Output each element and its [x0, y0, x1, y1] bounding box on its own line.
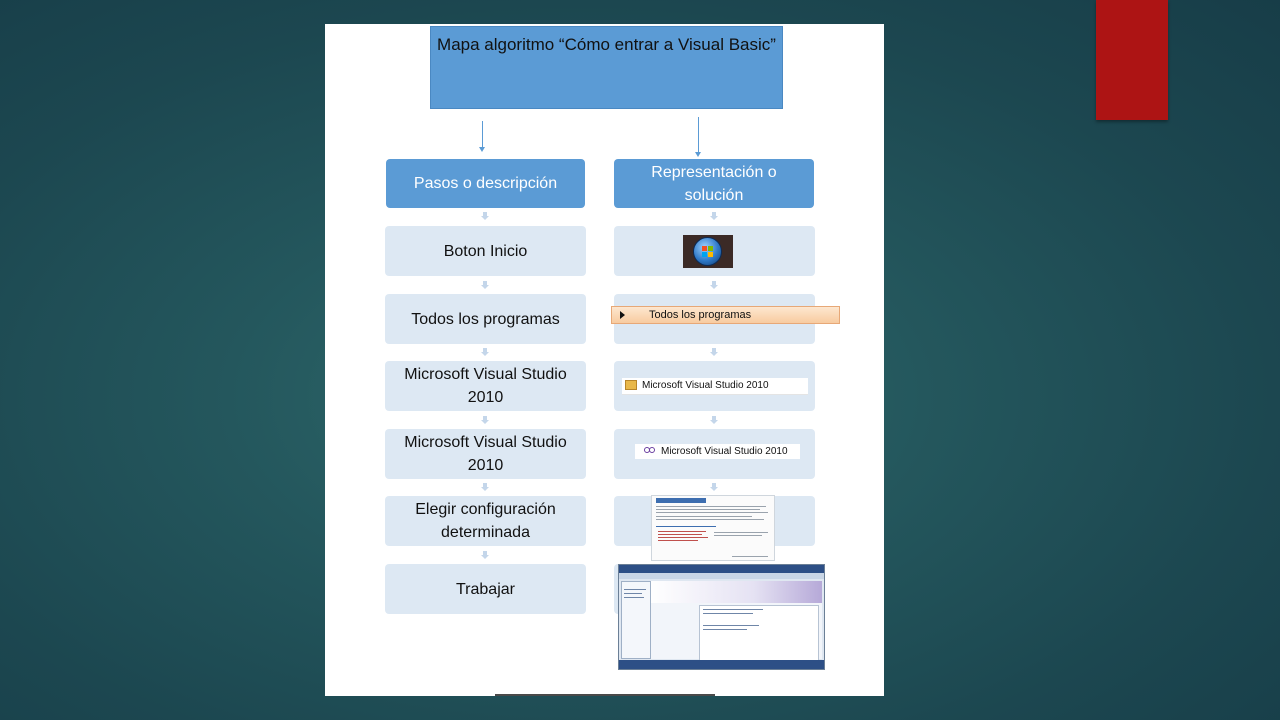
step-todos-los-programas: Todos los programas: [385, 294, 586, 344]
chevron-down-icon: [481, 348, 489, 356]
left-column-header: Pasos o descripción: [386, 159, 585, 208]
red-corner-tab: [1096, 0, 1168, 120]
chevron-down-icon: [481, 416, 489, 424]
diagram-title: Mapa algoritmo “Cómo entrar a Visual Bas…: [430, 26, 783, 109]
visual-studio-app-image: Microsoft Visual Studio 2010: [635, 444, 800, 459]
submenu-arrow-icon: [620, 311, 625, 319]
right-column-header: Representación o solución: [614, 159, 814, 208]
title-connector-left-arrowhead: [479, 147, 485, 152]
menu-item-label: Microsoft Visual Studio 2010: [642, 380, 769, 391]
folder-icon: [625, 380, 637, 390]
windows-start-orb-icon: [693, 237, 722, 266]
chevron-down-icon: [481, 551, 489, 559]
visual-studio-icon: [644, 447, 658, 454]
menu-item-label: Microsoft Visual Studio 2010: [661, 446, 788, 457]
page-bottom-divider: [495, 694, 715, 696]
chevron-down-icon: [481, 281, 489, 289]
step-visual-studio-folder: Microsoft Visual Studio 2010: [385, 361, 586, 411]
chevron-down-icon: [710, 212, 718, 220]
settings-dialog-screenshot: [651, 495, 775, 561]
title-connector-left: [482, 121, 483, 147]
step-elegir-configuracion: Elegir configuración determinada: [385, 496, 586, 546]
title-connector-right: [698, 117, 699, 153]
title-connector-right-arrowhead: [695, 152, 701, 157]
chevron-down-icon: [481, 483, 489, 491]
step-trabajar: Trabajar: [385, 564, 586, 614]
chevron-down-icon: [710, 281, 718, 289]
chevron-down-icon: [710, 416, 718, 424]
step-visual-studio-app: Microsoft Visual Studio 2010: [385, 429, 586, 479]
menu-item-label: Todos los programas: [649, 309, 752, 321]
chevron-down-icon: [710, 348, 718, 356]
visual-studio-folder-image: Microsoft Visual Studio 2010: [622, 378, 808, 395]
chevron-down-icon: [710, 483, 718, 491]
visual-studio-ide-screenshot: [618, 564, 825, 670]
todos-los-programas-menu-image: Todos los programas: [611, 306, 840, 324]
step-boton-inicio: Boton Inicio: [385, 226, 586, 276]
chevron-down-icon: [481, 212, 489, 220]
windows-start-button-image: [683, 235, 733, 268]
